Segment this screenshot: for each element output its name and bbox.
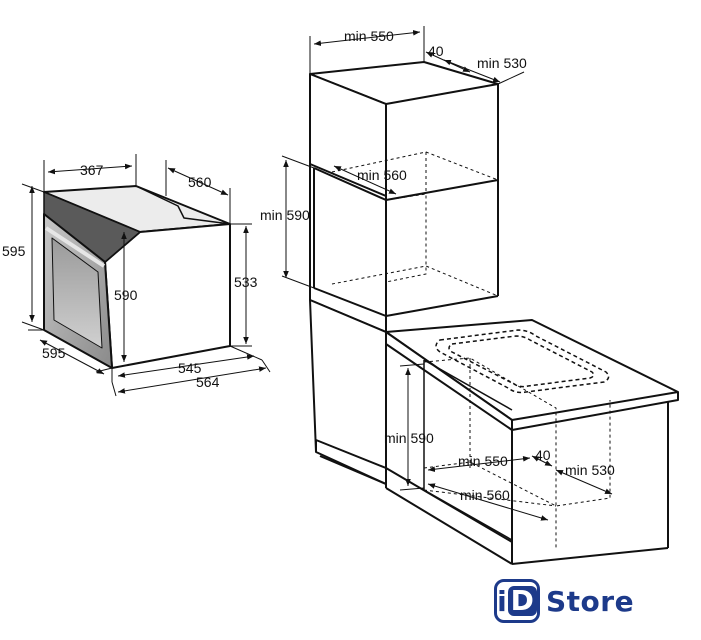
tall-niche-depth-label: min 560 <box>357 167 407 183</box>
logo-wordmark: Store <box>546 584 635 618</box>
base-niche-depth-label: min 560 <box>460 487 510 503</box>
base-depth-label: min 530 <box>565 462 615 478</box>
hob-cutout <box>435 329 610 394</box>
tall-width-label: min 550 <box>344 28 394 44</box>
oven-top-step <box>135 185 231 225</box>
tall-niche-height-label: min 590 <box>260 207 310 223</box>
oven-side-height-label: 533 <box>234 274 258 290</box>
oven-height-label: 595 <box>2 243 26 259</box>
oven-drawing <box>43 185 231 369</box>
base-width-label: min 550 <box>458 453 508 469</box>
logo-badge-d: D <box>507 586 537 616</box>
oven-width-label: 595 <box>42 345 66 361</box>
base-niche-height-label: min 590 <box>384 430 434 446</box>
tall-cabinet <box>309 61 499 333</box>
oven-total-depth-label: 564 <box>196 374 220 390</box>
oven-depth-label: 545 <box>178 360 202 376</box>
base-cabinet <box>309 299 679 565</box>
oven-top-depth-label: 560 <box>188 174 212 190</box>
tall-cabinet-dimensions: min 550 40 min 530 min 560 min 590 <box>260 26 527 289</box>
tall-niche-interior <box>331 151 499 297</box>
logo-badge-i: i <box>497 584 507 618</box>
oven-front-height-label: 590 <box>114 287 138 303</box>
tall-depth-label: min 530 <box>477 55 527 71</box>
oven-dimensions: 367 560 595 595 590 533 545 564 <box>2 154 271 397</box>
tall-cabinet-front <box>309 73 387 333</box>
oven-top-width-label: 367 <box>80 162 104 178</box>
base-cabinet-dimensions: min 590 min 550 40 min 530 min 560 <box>384 363 615 521</box>
base-gap-label: 40 <box>535 447 551 463</box>
oven-handle <box>44 226 106 268</box>
tall-gap-label: 40 <box>428 43 444 59</box>
